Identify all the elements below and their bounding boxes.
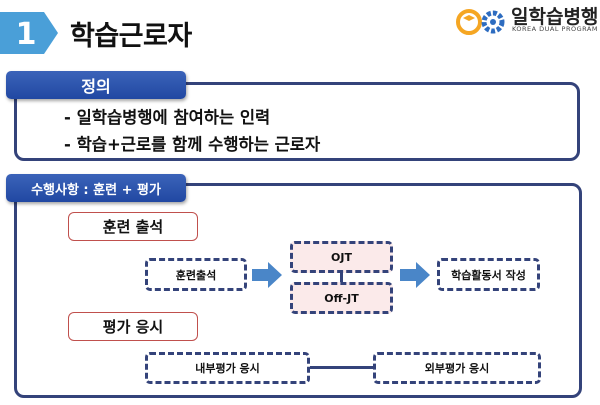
arrow-right-icon — [252, 262, 282, 288]
training-heading: 훈련 출석 — [68, 212, 198, 241]
logo-mark-icon — [456, 9, 505, 35]
section-number-badge: 1 — [0, 8, 58, 58]
learning-report-box: 학습활동서 작성 — [437, 258, 540, 291]
offjt-box: Off-JT — [290, 282, 393, 314]
tasks-label: 수행사항 : 훈련 + 평가 — [6, 174, 186, 202]
internal-evaluation-box: 내부평가 응시 — [145, 352, 310, 384]
page-title: 학습근로자 — [70, 21, 192, 52]
arrow-right-icon — [400, 262, 430, 288]
logo-name: 일학습병행 — [511, 6, 599, 28]
logo-subtitle: KOREA DUAL PROGRAM — [512, 25, 598, 33]
evaluation-connector — [310, 366, 375, 369]
ojt-box: OJT — [290, 241, 393, 273]
definition-line-1: - 일학습병행에 참여하는 인력 — [64, 108, 271, 127]
section-number: 1 — [16, 17, 37, 52]
external-evaluation-box: 외부평가 응시 — [373, 352, 541, 384]
ojt-connector — [340, 272, 343, 284]
definition-panel — [14, 82, 580, 161]
training-attendance-box: 훈련출석 — [145, 258, 247, 291]
logo — [455, 5, 600, 39]
definition-line-2: - 학습+근로를 함께 수행하는 근로자 — [64, 135, 321, 154]
definition-label: 정의 — [6, 71, 186, 99]
evaluation-heading: 평가 응시 — [68, 312, 198, 341]
